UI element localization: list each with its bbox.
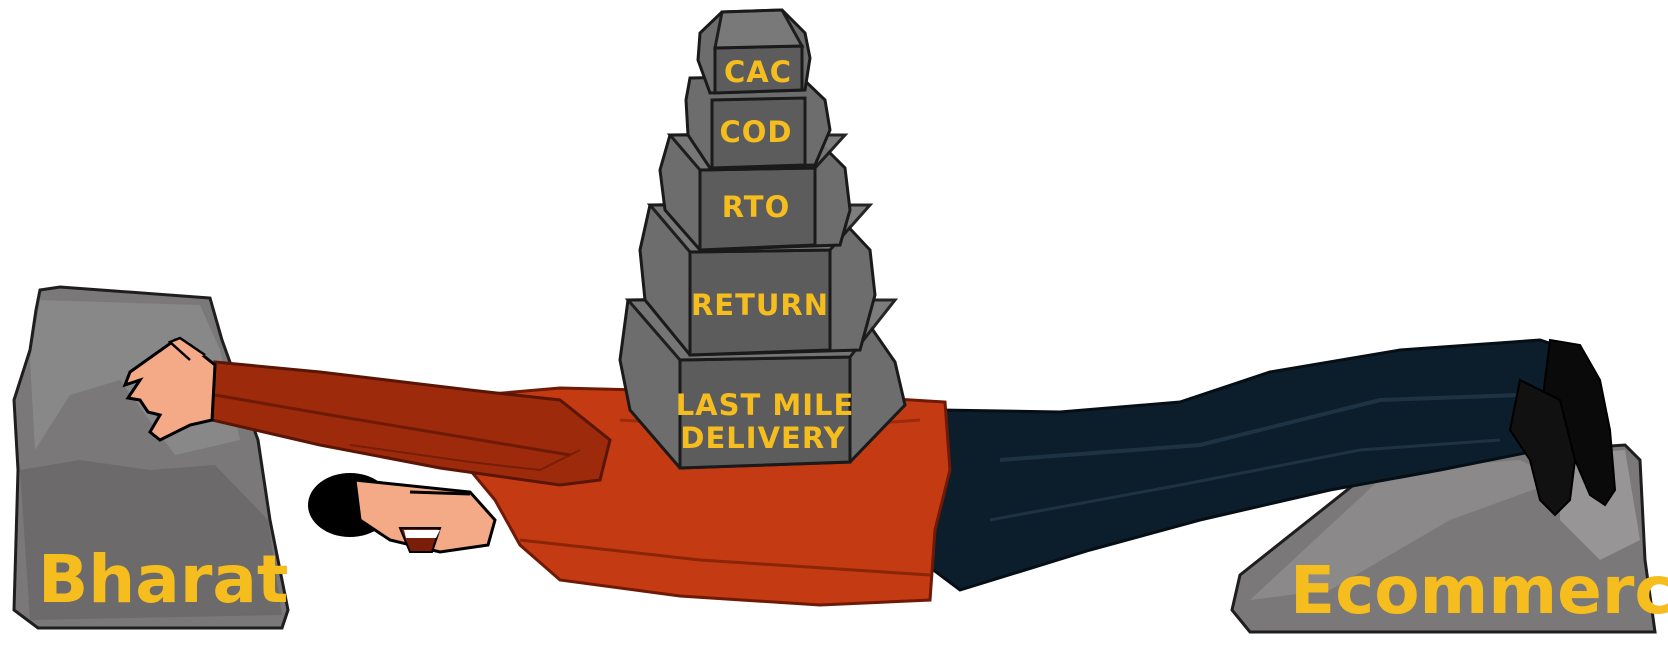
man-shoes: [1508, 338, 1617, 517]
weight-label-return: RETURN: [691, 288, 829, 322]
man-hands: [122, 336, 217, 442]
bharat-label: Bharat: [38, 541, 288, 618]
weight-label-last-mile-line1: LAST MILE: [676, 388, 855, 422]
man-head: [308, 473, 497, 554]
weight-label-last-mile-line2: DELIVERY: [680, 421, 845, 455]
left-rock: Bharat: [12, 285, 290, 630]
ecommerce-label: Ecommerce: [1290, 552, 1668, 629]
weight-label-cod: COD: [719, 115, 792, 149]
weight-cac: CAC: [696, 8, 812, 95]
weight-cod: COD: [684, 74, 832, 170]
man-legs: [918, 338, 1582, 592]
weight-stack: LAST MILE DELIVERY RETURN RTO COD: [618, 8, 907, 470]
weight-label-cac: CAC: [724, 55, 792, 89]
weight-label-rto: RTO: [722, 190, 790, 224]
man-arms: [210, 360, 612, 487]
